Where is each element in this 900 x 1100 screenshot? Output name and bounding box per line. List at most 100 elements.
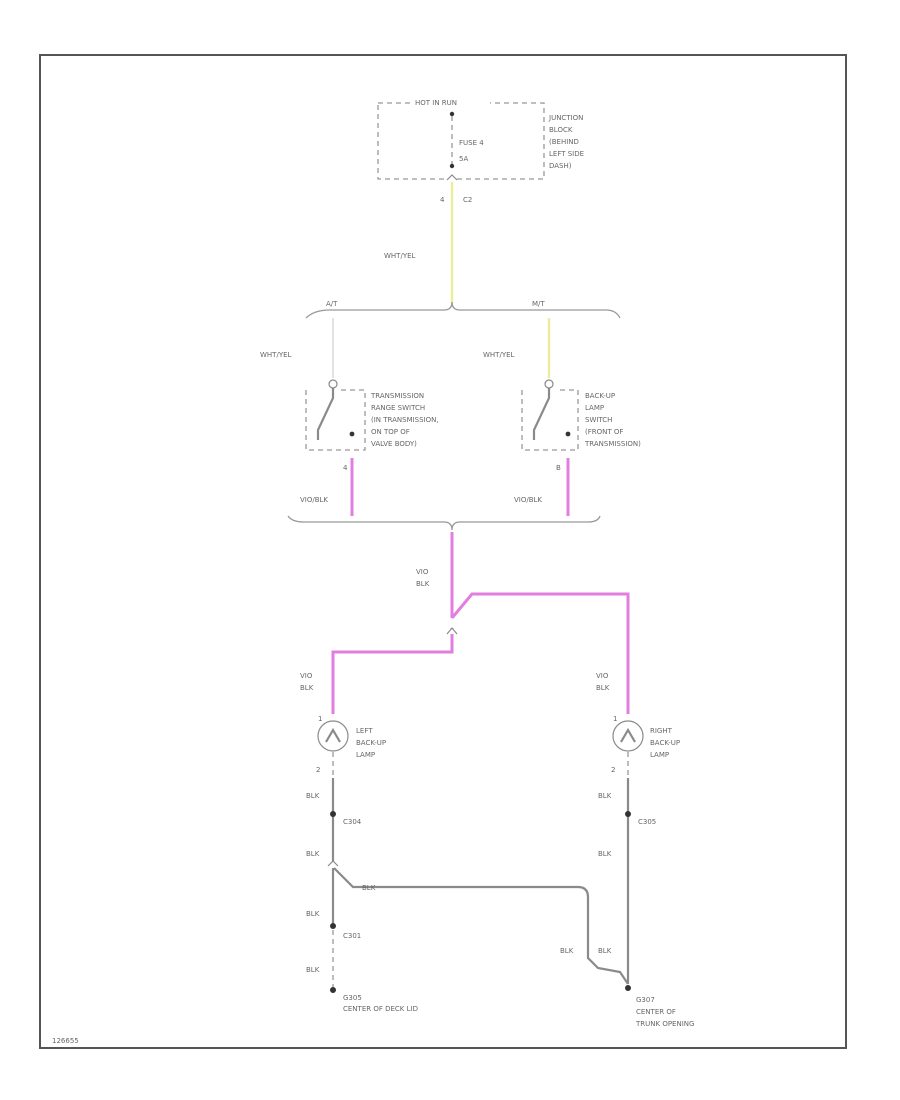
fuse-terminal-top (449, 111, 455, 117)
right-ground-wire-3b: BLK (598, 947, 612, 955)
left-ground-wire-1: BLK (306, 792, 320, 800)
right-switch-top-contact (544, 379, 554, 389)
connector-c304 (330, 811, 336, 817)
branch-label-left: A/T (326, 300, 338, 308)
left-switch-outline (305, 389, 366, 451)
ground-g307-icon (625, 985, 631, 991)
wire-switch-out-left-label: VIO/BLK (300, 496, 328, 504)
right-lamp-label-3: LAMP (650, 751, 669, 759)
ground-cross-label: BLK (362, 884, 376, 892)
right-switch-pin: B (556, 464, 561, 472)
left-ground-wire-3: BLK (306, 910, 320, 918)
connector-c301-label: C301 (343, 932, 361, 940)
right-ground-wire-1: BLK (598, 792, 612, 800)
left-switch-label-5: VALVE BODY) (371, 440, 417, 448)
left-lamp-pin-top: 1 (318, 715, 322, 723)
left-back-up-lamp: 1 2 LEFT BACK-UP LAMP (316, 715, 386, 774)
connector-c301 (330, 923, 336, 929)
right-back-up-lamp: 1 2 RIGHT BACK-UP LAMP (611, 715, 680, 774)
right-switch-outline (521, 389, 579, 451)
wire-branch-right-label: WHT/YEL (483, 351, 515, 359)
wire-feed-label: WHT/YEL (384, 252, 416, 260)
transmission-range-switch: 4 TRANSMISSION RANGE SWITCH (IN TRANSMIS… (305, 379, 439, 472)
wire-switch-out-right-label: VIO/BLK (514, 496, 542, 504)
left-ground-path: BLK C304 BLK BLK BLK C301 BLK G305 CENTE… (306, 752, 629, 1013)
back-up-lamp-switch: B BACK-UP LAMP SWITCH (FRONT OF TRANSMIS… (521, 379, 641, 472)
right-switch-label-1: BACK-UP (585, 392, 615, 400)
junction-location-line-2: BLOCK (549, 126, 573, 134)
left-switch-label-4: ON TOP OF (371, 428, 410, 436)
ground-g305-label: G305 (343, 994, 362, 1002)
junction-location-line-1: JUNCTION (548, 114, 583, 122)
left-switch-pin: 4 (343, 464, 348, 472)
wire-common-label-2: BLK (416, 580, 430, 588)
left-ground-wire-2: BLK (306, 850, 320, 858)
diagram-frame (39, 54, 847, 1049)
connector-c2-icon (446, 174, 458, 181)
left-lamp-pin-bottom: 2 (316, 766, 320, 774)
fuse-rating: 5A (459, 155, 468, 163)
wire-branch-left-label: WHT/YEL (260, 351, 292, 359)
left-switch-label-3: (IN TRANSMISSION, (371, 416, 439, 424)
fuse-box-header: HOT IN RUN (415, 99, 457, 107)
junction-location-line-3: (BEHIND (549, 138, 579, 146)
right-switch-label-3: SWITCH (585, 416, 612, 424)
right-lamp-pin-bottom: 2 (611, 766, 615, 774)
fuse-pin-right: C2 (463, 196, 472, 204)
right-lamp-bulb-icon (612, 720, 644, 752)
wire-left-lamp-feed (331, 628, 454, 714)
wire-right-lamp-feed-label-2: BLK (596, 684, 610, 692)
wire-right-lamp-feed (450, 592, 630, 714)
left-switch-arm-icon (316, 388, 335, 440)
ground-g307-label: G307 (636, 996, 655, 1004)
right-switch-label-5: TRANSMISSION) (584, 440, 641, 448)
ground-g305-location: CENTER OF DECK LID (343, 1005, 418, 1013)
junction-location-line-5: DASH) (549, 162, 572, 170)
footer-code: 126655 (52, 1037, 79, 1045)
wire-left-lamp-feed-label-1: VIO (300, 672, 313, 680)
left-switch-top-contact (328, 379, 338, 389)
connector-c305-label: C305 (638, 818, 656, 826)
ground-g307-location-1: CENTER OF (636, 1008, 676, 1016)
right-switch-label-2: LAMP (585, 404, 604, 412)
splice-icon (446, 627, 458, 635)
junction-block-location: JUNCTION BLOCK (BEHIND LEFT SIDE DASH) (548, 114, 584, 170)
right-switch-contact (565, 431, 571, 437)
left-switch-contact (349, 431, 355, 437)
junction-location-line-4: LEFT SIDE (549, 150, 584, 158)
wire-right-lamp-feed-label-1: VIO (596, 672, 609, 680)
wire-ground-cross (333, 867, 629, 985)
left-lamp-filament (325, 727, 341, 743)
wire-left-lamp-feed-label-2: BLK (300, 684, 314, 692)
wire-common-label-1: VIO (416, 568, 429, 576)
connector-c305 (625, 811, 631, 817)
branch-label-right: M/T (532, 300, 545, 308)
right-lamp-label-2: BACK-UP (650, 739, 680, 747)
connector-c304-label: C304 (343, 818, 362, 826)
right-ground-wire-2: BLK (598, 850, 612, 858)
fuse-label: FUSE 4 (459, 139, 484, 147)
right-lamp-pin-top: 1 (613, 715, 617, 723)
ground-splice-icon (327, 860, 339, 867)
left-switch-label-2: RANGE SWITCH (371, 404, 425, 412)
right-ground-path: BLK C305 BLK BLK BLK G307 CENTER OF TRUN… (560, 752, 694, 1028)
left-lamp-label-2: BACK-UP (356, 739, 386, 747)
right-ground-wire-3a: BLK (560, 947, 574, 955)
junction-block: HOT IN RUN FUSE 4 5A JUNCTION BLOCK (BEH… (377, 98, 584, 204)
left-lamp-label-3: LAMP (356, 751, 375, 759)
ground-g305-icon (330, 987, 336, 993)
fuse-terminal-bottom (449, 163, 455, 169)
left-lamp-bulb-icon (317, 720, 349, 752)
left-ground-wire-4: BLK (306, 966, 320, 974)
right-lamp-filament (620, 727, 636, 743)
left-lamp-label-1: LEFT (356, 727, 373, 735)
branch-brace: A/T M/T (305, 300, 621, 319)
left-switch-label-1: TRANSMISSION (370, 392, 424, 400)
ground-g307-location-2: TRUNK OPENING (635, 1020, 694, 1028)
right-switch-label-4: (FRONT OF (585, 428, 623, 436)
merge-brace (287, 515, 601, 531)
right-lamp-label-1: RIGHT (650, 727, 673, 735)
branch-brace-line (305, 301, 621, 319)
fuse-pin-left: 4 (440, 196, 445, 204)
